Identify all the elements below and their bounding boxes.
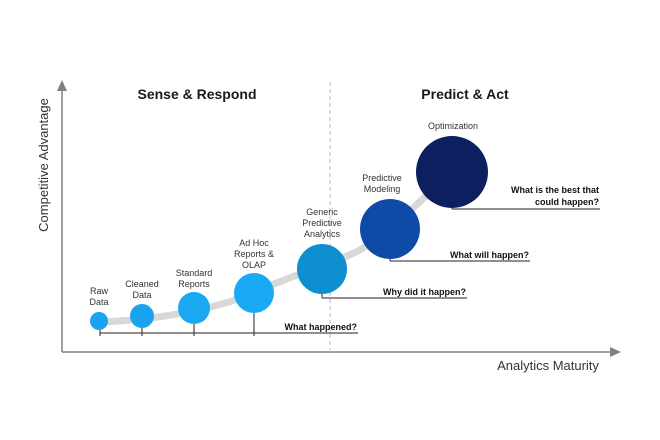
x-axis-label: Analytics Maturity xyxy=(497,358,599,373)
question-text: What will happen? xyxy=(450,250,529,260)
stage-circle xyxy=(178,292,210,324)
stage-label: Reports xyxy=(178,279,210,289)
question-text: What is the best that xyxy=(511,185,599,195)
question-what-happened: What happened? xyxy=(285,322,358,332)
x-axis-arrow xyxy=(610,347,621,357)
y-axis-label: Competitive Advantage xyxy=(36,98,51,232)
stage-optimization: Optimization xyxy=(416,121,488,208)
stage-circle xyxy=(416,136,488,208)
stage-ad-hoc-reports-olap: Ad Hoc Reports & OLAP xyxy=(234,238,274,313)
stage-raw-data: Raw Data xyxy=(89,286,109,330)
question-brackets xyxy=(99,208,600,336)
question-text: Why did it happen? xyxy=(383,287,466,297)
question-why-did-it-happen: Why did it happen? xyxy=(383,287,466,297)
stage-label: Predictive xyxy=(362,173,402,183)
stage-label: OLAP xyxy=(242,260,266,270)
stage-circle xyxy=(130,304,154,328)
stage-generic-predictive-analytics: Generic Predictive Analytics xyxy=(297,207,347,294)
zone-title-predict-act: Predict & Act xyxy=(421,86,509,102)
stage-label: Data xyxy=(89,297,108,307)
question-what-will-happen: What will happen? xyxy=(450,250,529,260)
stage-label: Cleaned xyxy=(125,279,159,289)
stage-standard-reports: Standard Reports xyxy=(176,268,213,324)
y-axis-arrow xyxy=(57,80,67,91)
stage-label: Reports & xyxy=(234,249,274,259)
stage-label: Data xyxy=(132,290,151,300)
question-what-is-best: What is the best that could happen? xyxy=(511,185,599,207)
zone-title-sense-respond: Sense & Respond xyxy=(137,86,256,102)
stage-label: Modeling xyxy=(364,184,401,194)
stage-label: Ad Hoc xyxy=(239,238,269,248)
stage-label: Optimization xyxy=(428,121,478,131)
stage-circle xyxy=(297,244,347,294)
stage-label: Analytics xyxy=(304,229,341,239)
stage-label: Predictive xyxy=(302,218,342,228)
stage-label: Standard xyxy=(176,268,213,278)
stage-cleaned-data: Cleaned Data xyxy=(125,279,159,328)
stage-circle xyxy=(90,312,108,330)
question-text: What happened? xyxy=(285,322,358,332)
stage-predictive-modeling: Predictive Modeling xyxy=(360,173,420,259)
stage-circle xyxy=(234,273,274,313)
question-text: could happen? xyxy=(535,197,599,207)
stage-label: Generic xyxy=(306,207,338,217)
stage-circle xyxy=(360,199,420,259)
stage-label: Raw xyxy=(90,286,109,296)
